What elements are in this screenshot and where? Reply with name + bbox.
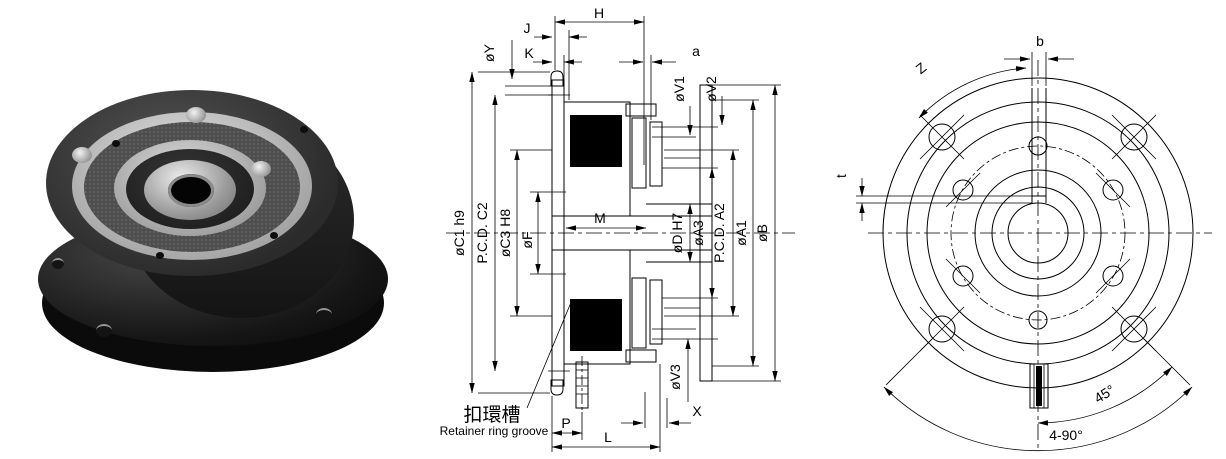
front-centerlines	[868, 60, 1212, 452]
photo-bore	[168, 174, 214, 207]
terminal-stud	[575, 356, 589, 414]
keyway-slot	[856, 88, 1047, 204]
rotor-flange	[510, 84, 781, 382]
section-view: H J K øY a øV1 øV2 øC1 h9 P.C.D. C2 øC3 …	[440, 5, 795, 452]
dim-label-j: J	[524, 20, 531, 36]
photo-screw	[72, 147, 92, 163]
photo-screw	[251, 161, 271, 177]
dim-label-ov1: øV1	[671, 76, 687, 102]
photo-screw	[186, 107, 206, 123]
photo-flange-hole	[96, 324, 112, 337]
dim-label-b: b	[1036, 33, 1044, 49]
dim-label-od: øD H7	[669, 213, 685, 254]
dim-label-4-90: 4-90°	[1049, 427, 1083, 443]
photo-face-hole	[156, 252, 164, 259]
front-view: Z b t 45° 4-90°	[833, 33, 1212, 452]
friction-disc	[631, 117, 647, 349]
dim-label-oa3: øA3	[690, 220, 706, 246]
retainer-groove-leader	[526, 299, 573, 409]
dim-label-oa1: øA1	[733, 220, 749, 246]
retainer-groove-label-en: Retainer ring groove	[440, 424, 549, 438]
retainer-groove-label-zh: 扣環槽	[463, 404, 520, 426]
dim-label-m: M	[594, 210, 606, 226]
dim-label-45: 45°	[1091, 381, 1117, 406]
dim-label-t: t	[833, 174, 849, 178]
dim-label-ob: øB	[754, 224, 770, 242]
bottom-slot	[1029, 363, 1049, 409]
photo-flange-hole	[316, 308, 332, 321]
dim-label-h: H	[594, 5, 604, 21]
dim-label-pcd-c2: P.C.D. C2	[474, 202, 490, 263]
dim-label-ov2: øV2	[703, 76, 719, 102]
bolt-holes	[919, 114, 1157, 352]
photo-face-hole	[300, 126, 308, 133]
dim-label-pcd-a2: P.C.D. A2	[711, 203, 727, 263]
dim-label-oc1: øC1 h9	[451, 210, 467, 256]
dim-label-ov3: øV3	[667, 364, 683, 390]
photo-flange-hole	[52, 258, 64, 269]
photo-face-hole	[112, 140, 120, 147]
section-dimensions	[469, 16, 778, 452]
front-dimensions	[859, 52, 1193, 452]
dim-label-p: P	[561, 415, 570, 431]
dim-label-l: L	[604, 429, 612, 445]
dim-label-oc3: øC3 H8	[497, 209, 513, 257]
armature-plate	[649, 121, 663, 345]
coil-section	[570, 115, 622, 351]
dim-label-z: Z	[913, 59, 930, 77]
stator-mounting-flange	[505, 70, 570, 396]
dim-label-of: øF	[519, 231, 535, 248]
dim-label-x: X	[692, 403, 702, 419]
dim-label-a: a	[692, 43, 700, 59]
dim-label-k: K	[524, 45, 534, 61]
dim-label-oy: øY	[481, 43, 497, 62]
photo-face-hole	[270, 232, 278, 239]
product-photo	[28, 62, 392, 384]
